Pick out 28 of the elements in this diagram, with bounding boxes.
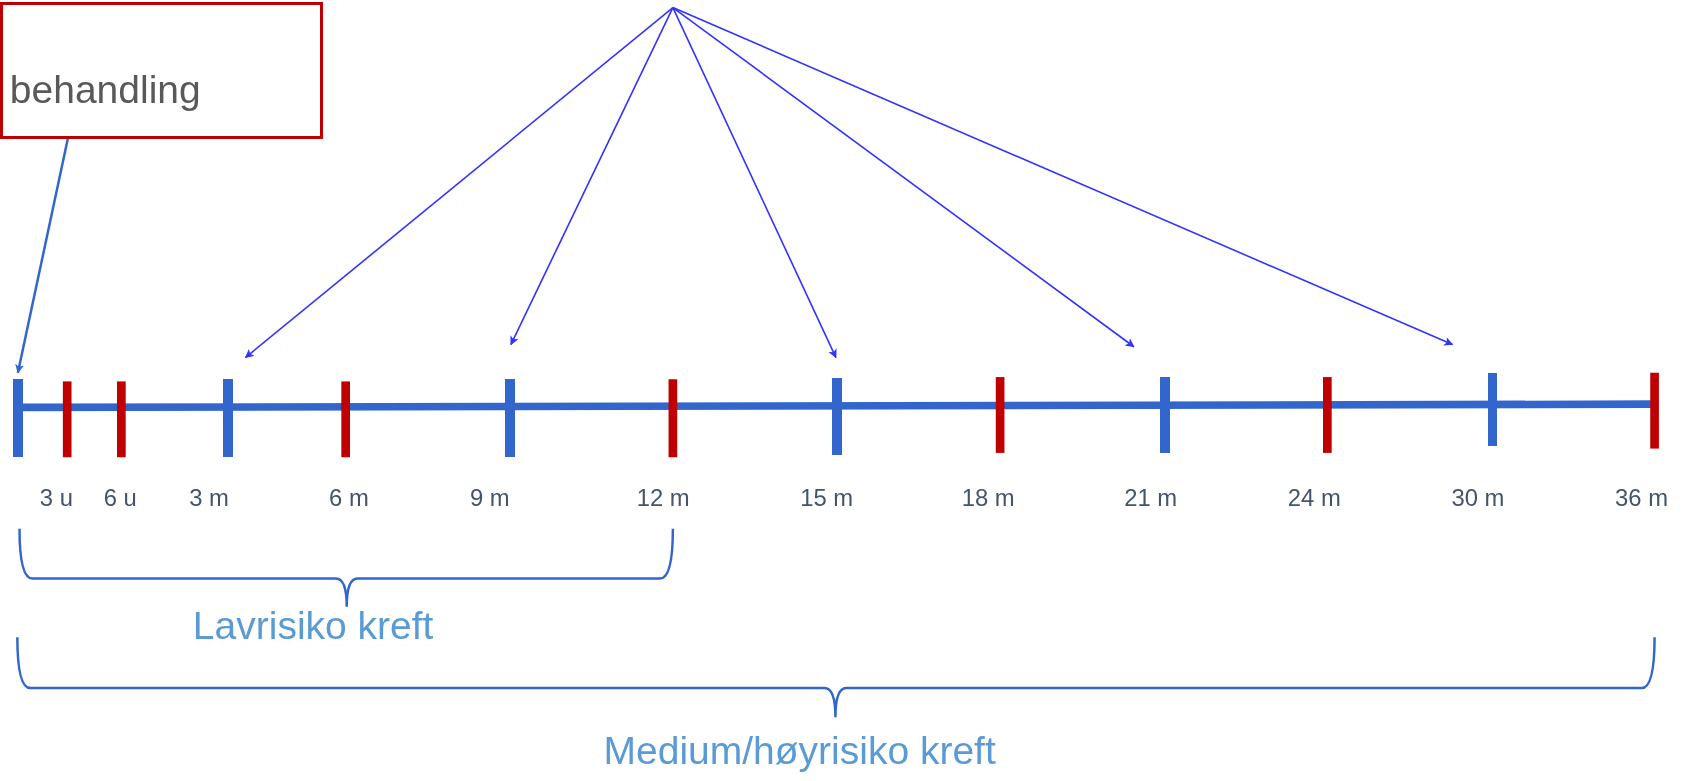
timeline-tick xyxy=(504,379,515,458)
tick-label: 9 m xyxy=(469,484,510,513)
timeline-tick xyxy=(832,378,842,456)
tick-label: 15 m xyxy=(800,484,854,513)
arrow xyxy=(244,6,674,359)
arrow xyxy=(672,6,837,359)
timeline-tick xyxy=(1160,377,1171,453)
tick-label: 3 u xyxy=(39,484,73,513)
bracket-label: Medium/høyrisiko kreft xyxy=(603,728,996,773)
tick-label: 3 m xyxy=(189,484,229,513)
arrow xyxy=(672,6,1135,348)
arrow xyxy=(672,6,1454,346)
timeline-tick xyxy=(223,379,233,458)
tick-label: 24 m xyxy=(1287,484,1341,513)
tick-label: 21 m xyxy=(1124,484,1178,513)
tick-label: 36 m xyxy=(1615,484,1669,513)
arrow xyxy=(15,138,70,374)
timeline-tick xyxy=(13,379,23,458)
bracket-label: Lavrisiko kreft xyxy=(192,604,434,649)
arrow xyxy=(510,6,674,346)
tick-label: 12 m xyxy=(636,484,690,513)
tick-label: 6 u xyxy=(103,484,137,513)
tick-label: 6 m xyxy=(329,484,369,513)
tick-label: 30 m xyxy=(1451,484,1505,513)
note-box xyxy=(0,2,323,139)
note-text: behandling xyxy=(9,67,201,112)
timeline-tick xyxy=(1487,372,1498,447)
tick-label: 18 m xyxy=(961,484,1015,513)
